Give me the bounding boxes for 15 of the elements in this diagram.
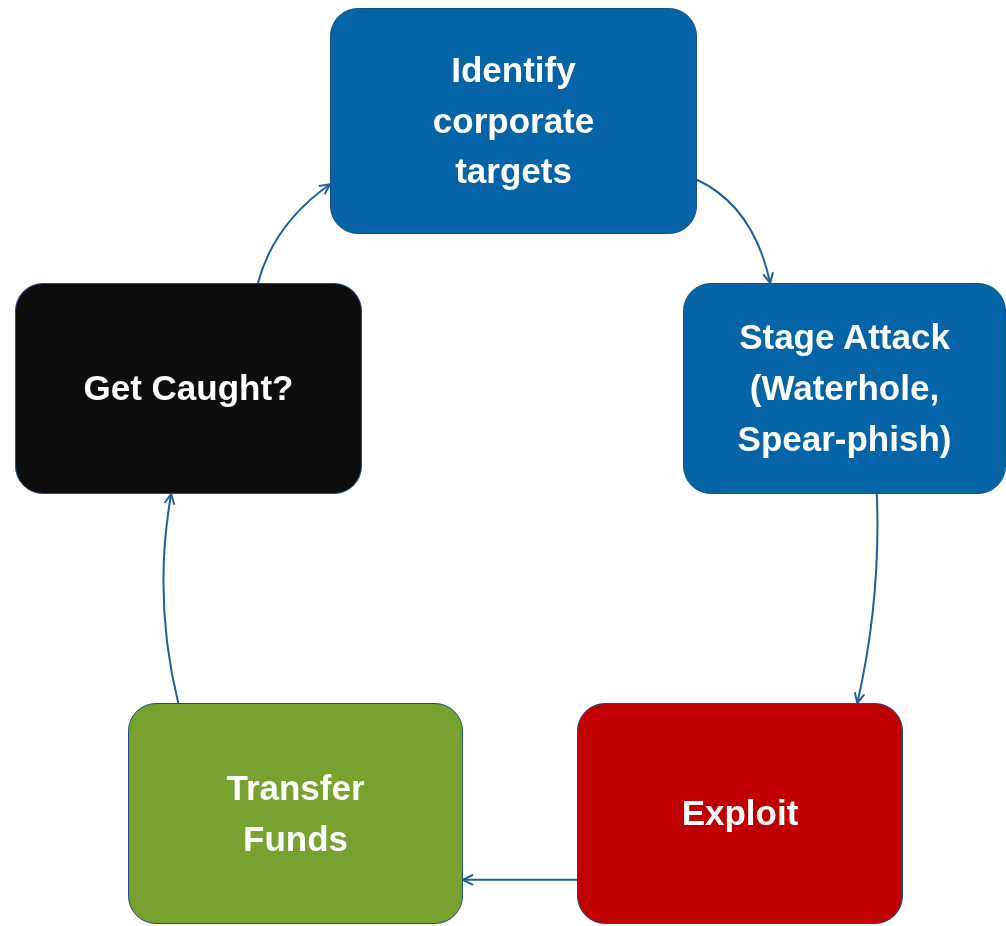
box-label: Transfer Funds [225,766,366,860]
curved-arrow [256,183,331,284]
process-box [330,8,697,234]
process-box [683,283,1006,494]
box-label: Get Caught? [83,367,294,410]
curved-arrow [462,873,578,886]
curved-arrow [696,178,774,284]
box-label: Exploit [681,792,799,835]
process-box [15,283,362,494]
box-label: Stage Attack (Waterhole, Spear-phish) [736,316,953,460]
curved-arrow [162,493,180,704]
curved-arrow [853,493,879,704]
process-box [128,703,463,924]
process-box [577,703,903,924]
box-label: Identify corporate targets [431,48,596,193]
